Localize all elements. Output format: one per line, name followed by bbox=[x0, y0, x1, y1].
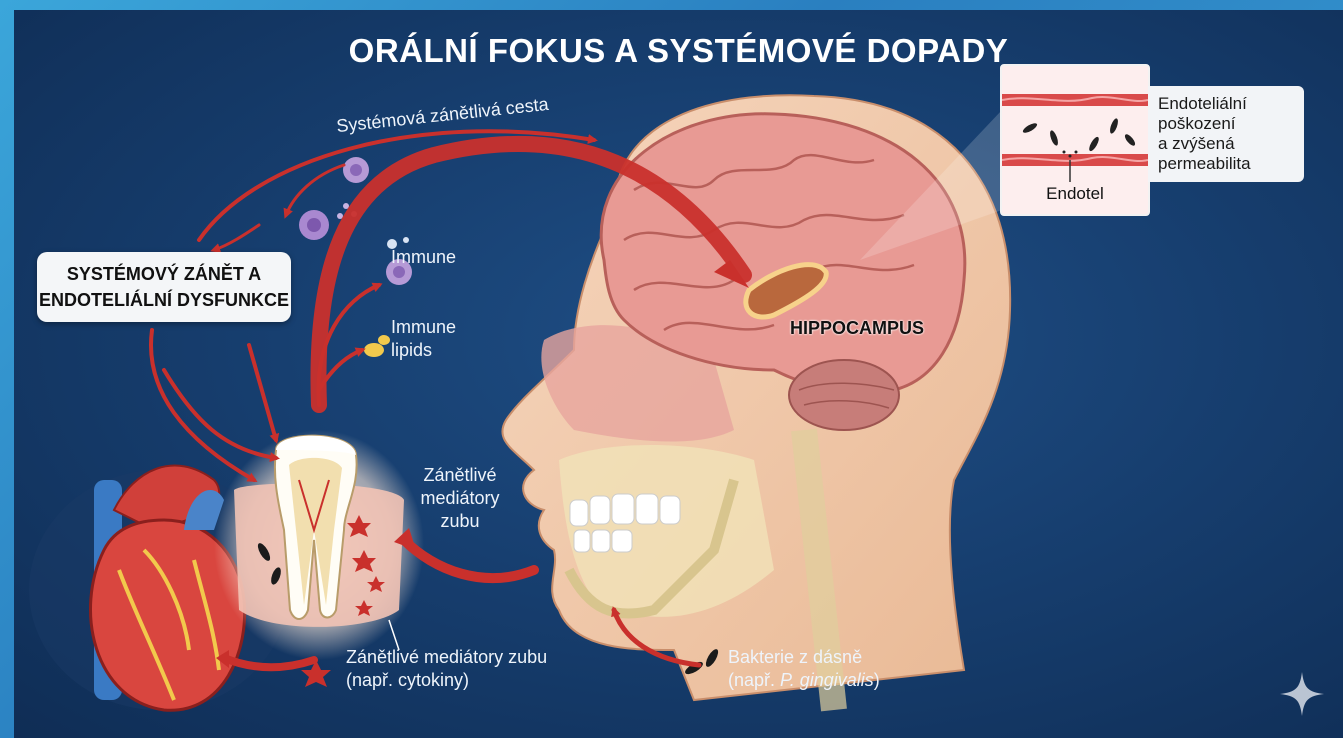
tooth-mediators-line3: zubu bbox=[410, 510, 510, 533]
tooth-illustration bbox=[214, 430, 424, 660]
diagram-panel: ORÁLNÍ FOKUS A SYSTÉMOVÉ DOPADY Systémov… bbox=[14, 10, 1343, 738]
bacteria-line2: (např. P. gingivalis) bbox=[728, 669, 880, 692]
endothel-line1: Endoteliální bbox=[1158, 94, 1294, 114]
vessel-illustration: Endotel bbox=[1000, 64, 1150, 216]
bottom-mediators-line2: (např. cytokiny) bbox=[346, 669, 547, 692]
endothelium-inset: Endotel Endoteliální poškození a zvýšená… bbox=[1000, 64, 1306, 214]
bottom-mediators-line1: Zánětlivé mediátory zubu bbox=[346, 646, 547, 669]
immune-lipids-line2: lipids bbox=[391, 339, 456, 362]
bottom-mediators-label: Zánětlivé mediátory zubu (např. cytokiny… bbox=[346, 646, 547, 692]
endothel-line2: poškození bbox=[1158, 114, 1294, 134]
bacteria-species: P. gingivalis bbox=[780, 670, 874, 690]
tooth-mediators-line1: Zánětlivé bbox=[410, 464, 510, 487]
tooth-mediators-label: Zánětlivé mediátory zubu bbox=[410, 464, 510, 533]
endotel-label: Endotel bbox=[1002, 184, 1148, 204]
systemic-box-line2: ENDOTELIÁLNÍ DYSFUNKCE bbox=[37, 287, 291, 313]
bacteria-line1: Bakterie z dásně bbox=[728, 646, 880, 669]
hippocampus-label: HIPPOCAMPUS bbox=[790, 318, 924, 339]
endothel-line3: a zvýšená bbox=[1158, 134, 1294, 154]
systemic-inflammation-box: SYSTÉMOVÝ ZÁNĚT A ENDOTELIÁLNÍ DYSFUNKCE bbox=[37, 252, 291, 322]
bacteria-label: Bakterie z dásně (např. P. gingivalis) bbox=[728, 646, 880, 692]
bacteria-suffix: ) bbox=[874, 670, 880, 690]
bacteria-prefix: (např. bbox=[728, 670, 780, 690]
endothel-damage-text: Endoteliální poškození a zvýšená permeab… bbox=[1148, 86, 1304, 182]
sparkle-icon bbox=[1278, 670, 1326, 718]
tooth-mediators-line2: mediátory bbox=[410, 487, 510, 510]
immune-lipids-label: Immune lipids bbox=[391, 316, 456, 362]
systemic-box-line1: SYSTÉMOVÝ ZÁNĚT A bbox=[37, 261, 291, 287]
endothel-line4: permeabilita bbox=[1158, 154, 1294, 174]
immune-label: Immune bbox=[391, 246, 456, 269]
immune-lipids-line1: Immune bbox=[391, 316, 456, 339]
